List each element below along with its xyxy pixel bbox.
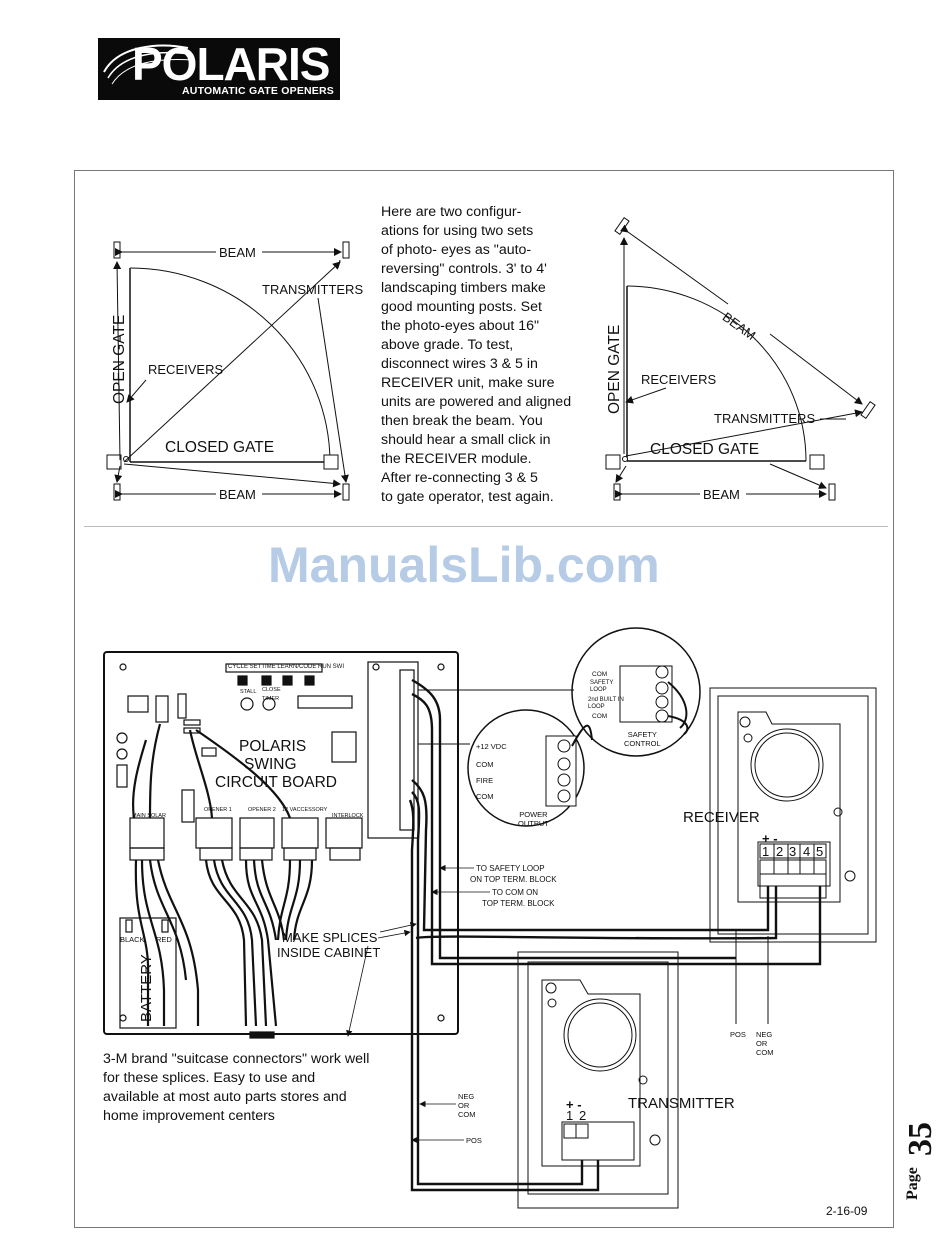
long-wires [408, 678, 822, 1192]
left-transmitters-label: TRANSMITTERS [262, 282, 364, 297]
left-beam-bottom-label: BEAM [219, 487, 256, 502]
logo-name: POLARIS [132, 38, 330, 90]
receiver-plus-minus: + - [762, 831, 778, 846]
right-transmitters-label: TRANSMITTERS [714, 411, 816, 426]
safety-control-label: SAFETY CONTROL [624, 730, 661, 748]
right-closed-gate-label: CLOSED GATE [650, 441, 760, 458]
board-title-circuit: CIRCUIT BOARD [215, 774, 338, 791]
right-gate-diagram [605, 217, 876, 501]
page-number-value: 35 [902, 1122, 939, 1156]
to-safety-loop-label-1: TO SAFETY LOOP [476, 864, 545, 873]
to-com-label-1: TO COM ON [492, 888, 539, 897]
to-safety-loop-label-2: ON TOP TERM. BLOCK [470, 875, 557, 884]
receiver-graphic [709, 687, 877, 1024]
receiver-terminal-5: 5 [816, 844, 824, 859]
left-closed-gate-label: CLOSED GATE [165, 439, 275, 456]
receiver-neg-label: NEG OR COM [756, 1030, 774, 1057]
safety-2nd-loop-label: 2nd BUILT IN LOOP [588, 697, 624, 710]
accessory-label: 12 VACCESSORY [282, 807, 328, 813]
stall-label: STALL [240, 689, 257, 695]
watermark: ManualsLib.com [268, 537, 660, 593]
transmitter-terminal-2: 2 [579, 1108, 587, 1123]
interlock-label: INTERLOCK [332, 813, 364, 819]
close-timer-label: CLOSE TIMER [262, 687, 281, 702]
wire-bundles [132, 723, 314, 1027]
receiver-terminal-3: 3 [789, 844, 797, 859]
transmitter-terminal-1: 1 [566, 1108, 574, 1123]
intro-paragraph: Here are two configur- ations for using … [381, 204, 572, 505]
transmitter-neg-label: NEG OR COM [458, 1092, 476, 1119]
receiver-label: RECEIVER [683, 809, 760, 826]
to-com-label-2: TOP TERM. BLOCK [482, 899, 555, 908]
power-fire-label: FIRE [476, 776, 494, 785]
revision-date: 2-16-09 [826, 1204, 868, 1218]
polaris-logo: POLARIS AUTOMATIC GATE OPENERS [98, 38, 340, 100]
power-com2-label: COM [476, 792, 494, 801]
receiver-terminal-1: 1 [762, 844, 770, 859]
board-title-swing: SWING [244, 756, 297, 773]
board-top-labels: CYCLE SETTIME LEARN/CODE RUN SWI [228, 664, 345, 670]
power-12v-label: +12 VDC [476, 742, 507, 751]
make-splices-label-1: MAKE SPLICES [282, 930, 378, 945]
main-solar-label: MAIN SOLAR [132, 813, 166, 819]
receiver-terminal-4: 4 [803, 844, 811, 859]
left-gate-diagram [106, 241, 350, 501]
make-splices-label-2: INSIDE CABINET [277, 945, 381, 960]
transmitter-plus-minus: + - [566, 1097, 582, 1112]
callout-details [418, 665, 689, 807]
opener1-label: OPENER 1 [204, 807, 232, 813]
section-divider [84, 526, 888, 527]
content-frame [74, 170, 894, 1228]
right-beam-bottom-label: BEAM [703, 487, 740, 502]
receiver-pos-label: POS [730, 1030, 746, 1039]
battery-label: BATTERY [138, 954, 155, 1022]
black-label: BLACK [120, 935, 145, 944]
opener2-label: OPENER 2 [248, 807, 276, 813]
transmitter-graphic [517, 951, 679, 1209]
splice-note: 3-M brand "suitcase connectors" work wel… [103, 1051, 370, 1124]
power-com-label: COM [476, 760, 494, 769]
safety-loop-label: SAFETY LOOP [590, 680, 614, 693]
safety-com-label: COM [592, 671, 608, 678]
transmitter-pos-label: POS [466, 1136, 482, 1145]
power-output-label: POWER OUTPUT [518, 810, 549, 828]
safety-com2-label: COM [592, 713, 608, 720]
receiver-terminal-2: 2 [776, 844, 784, 859]
red-label: RED [156, 935, 172, 944]
logo-tagline: AUTOMATIC GATE OPENERS [182, 85, 334, 97]
left-beam-top-label: BEAM [219, 245, 256, 260]
left-receivers-label: RECEIVERS [148, 362, 224, 377]
logo-swoosh-icon [103, 44, 193, 85]
page-number: 35 Page [902, 1120, 944, 1200]
circuit-board-graphic [103, 651, 459, 1039]
right-receivers-label: RECEIVERS [641, 372, 717, 387]
page-word: Page [904, 1167, 921, 1200]
transmitter-label: TRANSMITTER [628, 1095, 735, 1112]
board-title-polaris: POLARIS [239, 738, 307, 755]
leader-lines [346, 864, 490, 1144]
